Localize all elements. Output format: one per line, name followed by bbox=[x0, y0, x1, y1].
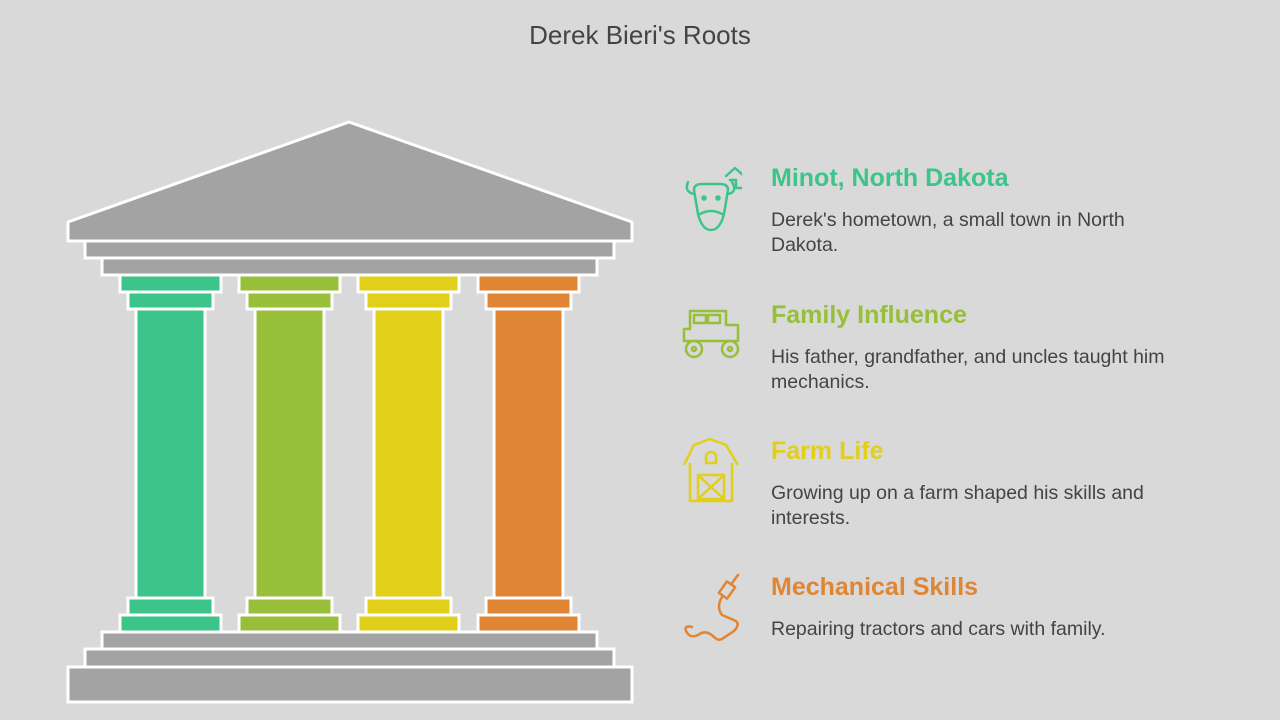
column-3-plinth-top bbox=[364, 596, 453, 617]
temple-roof bbox=[66, 120, 634, 243]
column-1-shaft bbox=[134, 307, 207, 600]
column-3-capital-bottom bbox=[364, 290, 453, 311]
column-4-capital-bottom bbox=[484, 290, 573, 311]
column-2-capital-top bbox=[237, 273, 342, 294]
column-2-shaft bbox=[253, 307, 326, 600]
column-2-plinth-top bbox=[245, 596, 334, 617]
base-step-3 bbox=[66, 665, 634, 704]
item-heading: Minot, North Dakota bbox=[771, 164, 1009, 192]
item-text: Repairing tractors and cars with family. bbox=[771, 618, 1106, 640]
entablature-upper bbox=[83, 239, 616, 260]
base-step-1 bbox=[100, 630, 599, 651]
column-3-plinth-bottom bbox=[356, 613, 461, 634]
item-text: Growing up on a farm shaped his skills a… bbox=[771, 482, 1144, 529]
item-text: Derek's hometown, a small town in North … bbox=[771, 209, 1125, 256]
item-heading: Mechanical Skills bbox=[771, 573, 979, 601]
item-heading: Family Influence bbox=[771, 301, 967, 329]
column-2-capital-bottom bbox=[245, 290, 334, 311]
tool-cable-icon bbox=[684, 573, 740, 641]
diagram-title: Derek Bieri's Roots bbox=[529, 20, 751, 50]
column-1-capital-bottom bbox=[126, 290, 215, 311]
column-4-plinth-bottom bbox=[476, 613, 581, 634]
column-1-plinth-bottom bbox=[118, 613, 223, 634]
column-4-plinth-top bbox=[484, 596, 573, 617]
item-text: His father, grandfather, and uncles taug… bbox=[771, 346, 1165, 393]
cow-home-icon bbox=[685, 166, 742, 232]
barn-icon bbox=[682, 437, 740, 503]
column-1-plinth-top bbox=[126, 596, 215, 617]
tractor-icon bbox=[682, 309, 740, 359]
base-step-2 bbox=[83, 647, 616, 669]
column-2-plinth-bottom bbox=[237, 613, 342, 634]
column-4-capital-top bbox=[476, 273, 581, 294]
item-heading: Farm Life bbox=[771, 437, 884, 465]
column-1-capital-top bbox=[118, 273, 223, 294]
column-3-capital-top bbox=[356, 273, 461, 294]
column-4-shaft bbox=[492, 307, 565, 600]
entablature-lower bbox=[100, 256, 599, 277]
column-3-shaft bbox=[372, 307, 445, 600]
